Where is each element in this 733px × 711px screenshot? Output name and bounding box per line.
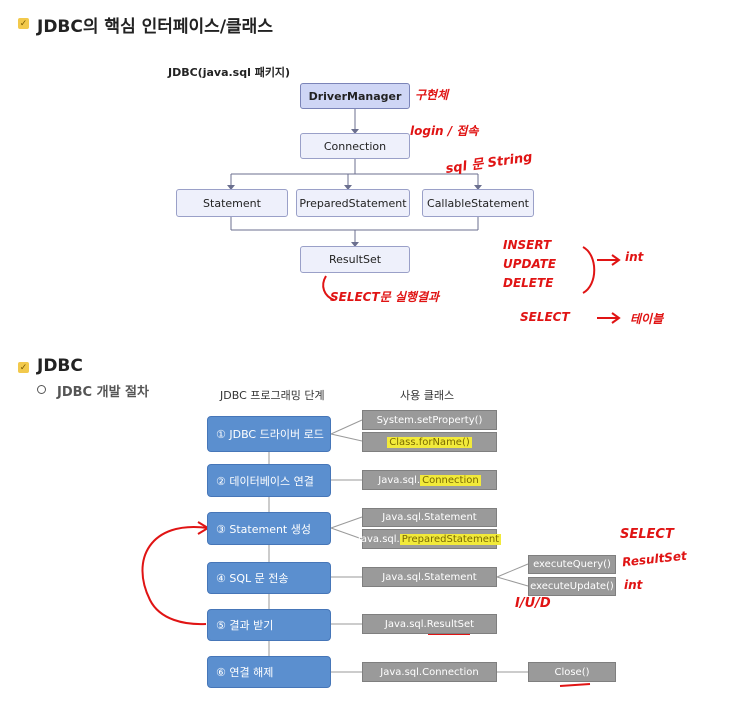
note-select: SELECT [620, 527, 674, 542]
step-load-driver: ① JDBC 드라이버 로드 [207, 416, 331, 452]
class-close-connection: Java.sql.Connection [362, 662, 497, 682]
note-int: int [625, 250, 644, 264]
class-send-statement: Java.sql.Statement [362, 567, 497, 587]
class-connection: Java.sql.Connection [362, 470, 497, 490]
note-insert-update-delete: INSERT UPDATE DELETE [503, 238, 557, 290]
node-result-set: ResultSet [300, 246, 410, 273]
method-execute-update: executeUpdate() [528, 577, 616, 596]
node-connection: Connection [300, 133, 410, 159]
node-statement: Statement [176, 189, 288, 217]
step-get-result: ⑤ 결과 받기 [207, 609, 331, 641]
method-execute-query: executeQuery() [528, 555, 616, 574]
class-for-name: Class.forName() [362, 432, 497, 452]
note-int: int [624, 578, 643, 592]
note-impl: 구현체 [415, 88, 449, 102]
class-system-set-property: System.setProperty() [362, 410, 497, 430]
note-iud: I/U/D [515, 596, 551, 611]
check-icon: ✓ [18, 18, 29, 29]
step-disconnect: ⑥ 연결 해제 [207, 656, 331, 688]
node-prepared-statement: PreparedStatement [296, 189, 410, 217]
note-table: 테이블 [630, 312, 664, 326]
class-for-name-highlight: Class.forName() [387, 436, 472, 448]
step-send-sql: ④ SQL 문 전송 [207, 562, 331, 594]
section-subtitle: JDBC 개발 절차 [57, 385, 149, 400]
class-prepared-statement: Java.sql.PreparedStatement [358, 529, 502, 549]
note-select-result: SELECT문 실행결과 [330, 290, 440, 304]
method-close: Close() [528, 662, 616, 682]
column-classes-header: 사용 클래스 [400, 389, 455, 402]
note-login: login / 접속 [410, 124, 479, 138]
diagram-caption: JDBC(java.sql 패키지) [168, 66, 291, 79]
column-steps-header: JDBC 프로그래밍 단계 [220, 389, 325, 402]
note-select: SELECT [520, 310, 570, 324]
step-connect-db: ② 데이터베이스 연결 [207, 464, 331, 497]
check-icon: ✓ [18, 362, 29, 373]
node-driver-manager: DriverManager [300, 83, 410, 109]
bullet-icon [37, 385, 46, 394]
step-create-statement: ③ Statement 생성 [207, 512, 331, 545]
section-title: JDBC의 핵심 인터페이스/클래스 [37, 17, 273, 37]
class-statement: Java.sql.Statement [362, 508, 497, 527]
class-resultset: Java.sql.ResultSet [362, 614, 497, 634]
section-title: JDBC [37, 356, 83, 376]
node-callable-statement: CallableStatement [422, 189, 534, 217]
